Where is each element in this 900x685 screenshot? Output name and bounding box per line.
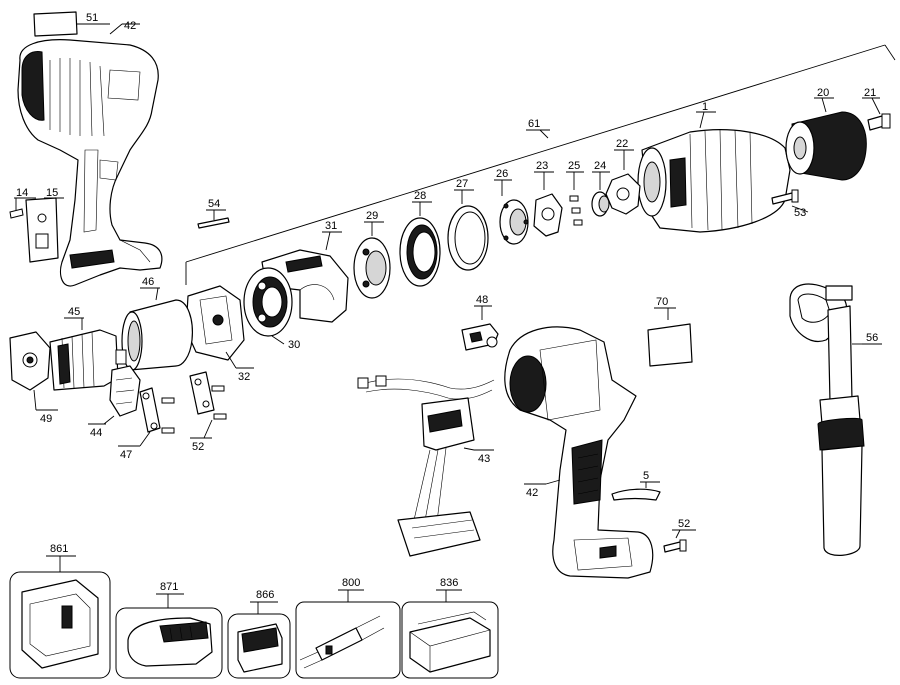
part-21-chuck-screw — [862, 97, 891, 131]
callout-labels: 51 42 14 15 54 61 1 20 21 22 23 24 25 26… — [16, 12, 878, 601]
part-31-gearbox-housing — [261, 231, 349, 323]
part-27-ring — [447, 189, 489, 271]
callout-42-right: 42 — [526, 487, 538, 499]
part-56-side-handle — [789, 283, 882, 556]
part-42-housing-half-right — [504, 326, 654, 579]
callout-20: 20 — [817, 87, 829, 99]
part-52-link-screws-left — [189, 371, 227, 439]
part-22-spring-washer — [605, 149, 641, 215]
callout-14: 14 — [16, 187, 28, 199]
callout-53: 53 — [794, 207, 806, 219]
part-43-trigger-switch — [357, 375, 495, 557]
callout-28: 28 — [414, 190, 426, 202]
callout-52-left: 52 — [192, 441, 204, 453]
part-70-label — [647, 307, 693, 367]
callout-26: 26 — [496, 168, 508, 180]
accessory-866-battery — [227, 601, 291, 679]
part-25-pins — [566, 171, 584, 226]
part-53-screw — [771, 189, 809, 213]
part-20-keyless-chuck — [785, 97, 867, 181]
callout-21: 21 — [864, 87, 876, 99]
callout-30: 30 — [288, 339, 300, 351]
callout-54: 54 — [208, 198, 220, 210]
accessory-800-drill-bit-kit — [295, 589, 401, 679]
callout-46: 46 — [142, 276, 154, 288]
callout-861: 861 — [50, 543, 68, 555]
part-52-screw-right — [663, 529, 696, 553]
accessory-836-organizer — [401, 589, 499, 679]
callout-866: 866 — [256, 589, 274, 601]
part-54-spring — [197, 209, 230, 229]
callout-24: 24 — [594, 160, 606, 172]
part-48-switch-actuator — [461, 305, 499, 351]
part-29-planet-carrier — [353, 221, 391, 299]
part-42-housing-half-left — [17, 23, 163, 287]
callout-29: 29 — [366, 210, 378, 222]
callout-49: 49 — [40, 413, 52, 425]
part-30-planetary-gear — [243, 267, 293, 345]
callout-15: 15 — [46, 187, 58, 199]
callout-61: 61 — [528, 118, 540, 130]
part-23-clutch-plate — [533, 171, 563, 237]
callout-31: 31 — [325, 220, 337, 232]
part-26-ring-gear-carrier — [494, 179, 529, 245]
callout-800: 800 — [342, 577, 360, 589]
part-14-screw — [9, 197, 36, 219]
part-15-belt-clip-bracket — [25, 197, 64, 263]
callout-27: 27 — [456, 178, 468, 190]
callout-51: 51 — [86, 12, 98, 24]
part-1-gear-case — [637, 111, 791, 233]
callout-56: 56 — [866, 332, 878, 344]
callout-23: 23 — [536, 160, 548, 172]
callout-22: 22 — [616, 138, 628, 150]
part-32-motor-plate — [185, 285, 254, 369]
part-5-label — [611, 481, 661, 501]
callout-32: 32 — [238, 371, 250, 383]
callout-45: 45 — [68, 306, 80, 318]
callout-42: 42 — [124, 20, 136, 32]
part-28-ring-gear — [399, 201, 441, 287]
callout-43: 43 — [478, 453, 490, 465]
callout-52-right: 52 — [678, 518, 690, 530]
callout-48: 48 — [476, 294, 488, 306]
accessory-871-charger — [115, 593, 223, 679]
part-44-brush-plate — [88, 365, 141, 425]
part-47-link-screws — [118, 387, 175, 447]
callout-871: 871 — [160, 581, 178, 593]
part-49-brush-holder — [9, 331, 58, 411]
callout-44: 44 — [90, 427, 102, 439]
part-51-label-plate — [33, 11, 110, 37]
accessory-861-case — [9, 555, 111, 679]
callout-836: 836 — [440, 577, 458, 589]
callout-47: 47 — [120, 449, 132, 461]
callout-1: 1 — [702, 101, 708, 113]
callout-5: 5 — [643, 470, 649, 482]
assembly-61-bracket — [185, 44, 896, 285]
callout-70: 70 — [656, 296, 668, 308]
callout-25: 25 — [568, 160, 580, 172]
part-46-magnet-ring — [121, 287, 193, 371]
part-24-bearing — [591, 171, 610, 217]
